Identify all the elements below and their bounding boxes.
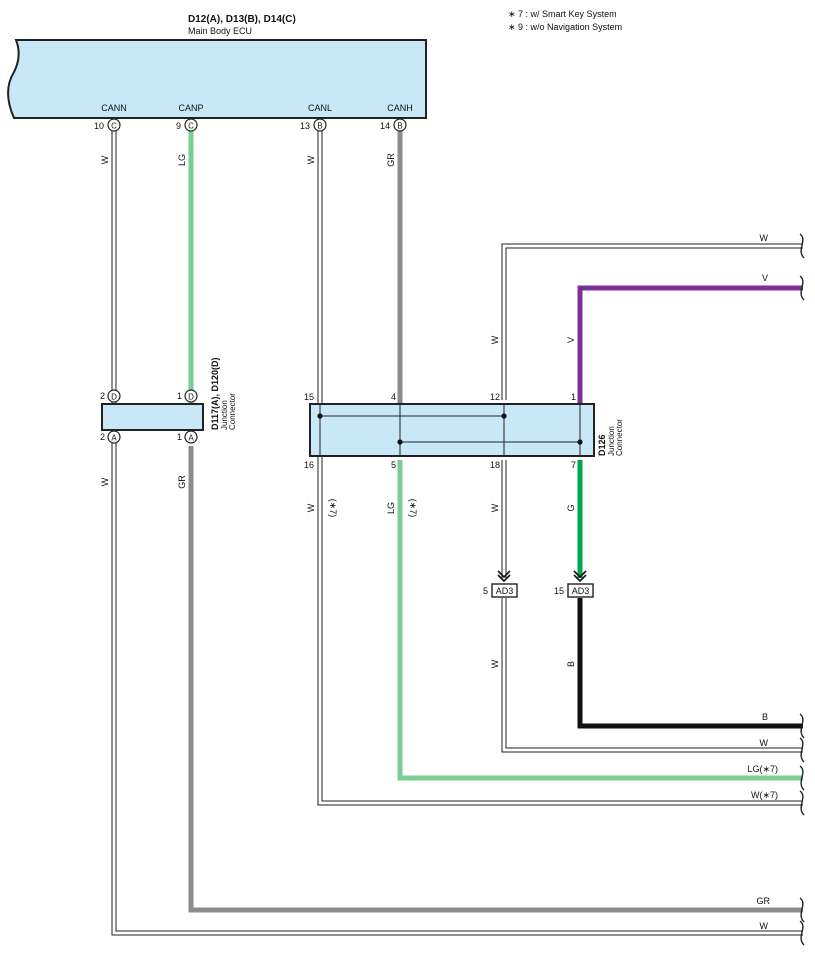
jc2-id: D126 <box>597 434 607 456</box>
pin-name-canp: CANP <box>178 103 203 113</box>
jc2-bot-pin-5: 5 <box>391 460 396 470</box>
jc1-line2: Connector <box>228 393 237 430</box>
jc2-top-pin-1: 1 <box>571 392 576 402</box>
jc2-bot-pin-18: 18 <box>490 460 500 470</box>
ad3-connector-15: AD3 15 <box>554 570 594 598</box>
jc2-below-wire-w: W <box>306 503 316 512</box>
jc2-bot-pin-7: 7 <box>571 460 576 470</box>
ad3-connector-5: AD3 5 <box>483 570 518 598</box>
ad3-wire-label-w: W <box>490 659 500 668</box>
jc2-box <box>309 403 595 457</box>
right-label-v: V <box>762 273 768 283</box>
pin-name-cann: CANN <box>101 103 127 113</box>
ecu-title: D12(A), D13(B), D14(C) <box>188 14 296 25</box>
right-label-b: B <box>762 712 768 722</box>
jc1-line1: Junction <box>220 400 229 430</box>
jc2-line2: Connector <box>615 419 624 456</box>
jc1-top-conn-2: D <box>188 393 194 402</box>
conn-cann: C <box>111 122 117 131</box>
pin-name-canl: CANL <box>308 103 332 113</box>
jc2-label: D126 Junction Connector <box>597 419 624 456</box>
jc1-top-pin-num-1: 2 <box>100 391 105 401</box>
ad3-label-15: AD3 <box>572 586 590 596</box>
conn-canh: B <box>397 122 402 131</box>
jc2-below-note-2: (∗7) <box>408 499 418 518</box>
wire-b <box>577 598 803 729</box>
ecu-pins: CANN CANP CANL CANH 10 C 9 C 13 B 14 B <box>94 103 413 132</box>
wire-pin12-w <box>501 243 803 400</box>
jc2-top-pin-15: 15 <box>304 392 314 402</box>
wire-label-canp: LG <box>177 154 187 166</box>
wire-label-canl: W <box>306 155 316 164</box>
jc1-id: D117(A), D120(D) <box>210 357 220 430</box>
right-label-w-bottom: W <box>760 921 769 931</box>
jc1-wire-label-w: W <box>100 477 110 486</box>
right-label-w7: W(∗7) <box>751 790 778 800</box>
note-navigation: ∗ 9 : w/o Navigation System <box>508 22 622 32</box>
jc2-below-wire-g: G <box>566 504 576 511</box>
ecu-wire-labels: W LG W GR <box>100 153 396 167</box>
jc2-internal <box>317 404 583 456</box>
jc1-top-pin-num-2: 1 <box>177 391 182 401</box>
right-label-lg7: LG(∗7) <box>747 764 778 774</box>
pin-name-canh: CANH <box>387 103 413 113</box>
jc1-bot-pin-num-1: 2 <box>100 432 105 442</box>
jc2-bot-pin-16: 16 <box>304 460 314 470</box>
jc1-top-conn-1: D <box>111 393 117 402</box>
ecu-subtitle: Main Body ECU <box>188 26 252 36</box>
wire-gr-bottom <box>188 446 803 913</box>
wire-label-cann: W <box>100 155 110 164</box>
right-label-w-mid: W <box>760 738 769 748</box>
break-marks <box>799 233 805 946</box>
pin-num-cann: 10 <box>94 121 104 131</box>
jc2-below-wire-lg: LG <box>386 502 396 514</box>
jc1-label: D117(A), D120(D) Junction Connector <box>210 357 237 430</box>
wire-label-canh: GR <box>386 153 396 167</box>
right-label-w-top: W <box>760 233 769 243</box>
ad3-num-5: 5 <box>483 586 488 596</box>
jc2-top-pin-12: 12 <box>490 392 500 402</box>
pin-num-canp: 9 <box>176 121 181 131</box>
note-smart-key: ∗ 7 : w/ Smart Key System <box>508 9 617 19</box>
ecu-box <box>7 39 427 119</box>
jc1-bot-conn-2: A <box>188 434 194 443</box>
jc2-above-wire-v: V <box>566 337 576 343</box>
jc2-top-pin-4: 4 <box>391 392 396 402</box>
wire-v <box>577 285 803 404</box>
ad3-num-15: 15 <box>554 586 564 596</box>
jc1-box <box>101 403 204 431</box>
white-wires <box>111 130 803 936</box>
jc2-below-wire-w2: W <box>490 503 500 512</box>
right-wire-labels: W V B W LG(∗7) W(∗7) GR W <box>747 233 778 931</box>
wire-lg-7 <box>397 460 803 781</box>
jc2-line1: Junction <box>607 426 616 456</box>
jc2-below-note-1: (∗7) <box>328 499 338 518</box>
pin-num-canh: 14 <box>380 121 390 131</box>
jc2-pins: 15 4 12 1 16 5 18 7 <box>304 392 576 470</box>
ad3-label-5: AD3 <box>496 586 514 596</box>
conn-canp: C <box>188 122 194 131</box>
jc1-bot-conn-1: A <box>111 434 117 443</box>
jc1-pins: 2 D 1 D 2 A 1 A <box>100 389 198 444</box>
right-label-gr: GR <box>757 896 771 906</box>
jc1-bot-pin-num-2: 1 <box>177 432 182 442</box>
pin-num-canl: 13 <box>300 121 310 131</box>
wire-cann-w <box>111 130 803 936</box>
ad3-wire-label-b: B <box>566 661 576 667</box>
jc1-wire-label-gr: GR <box>177 475 187 489</box>
conn-canl: B <box>317 122 322 131</box>
jc2-above-wire-w: W <box>490 335 500 344</box>
